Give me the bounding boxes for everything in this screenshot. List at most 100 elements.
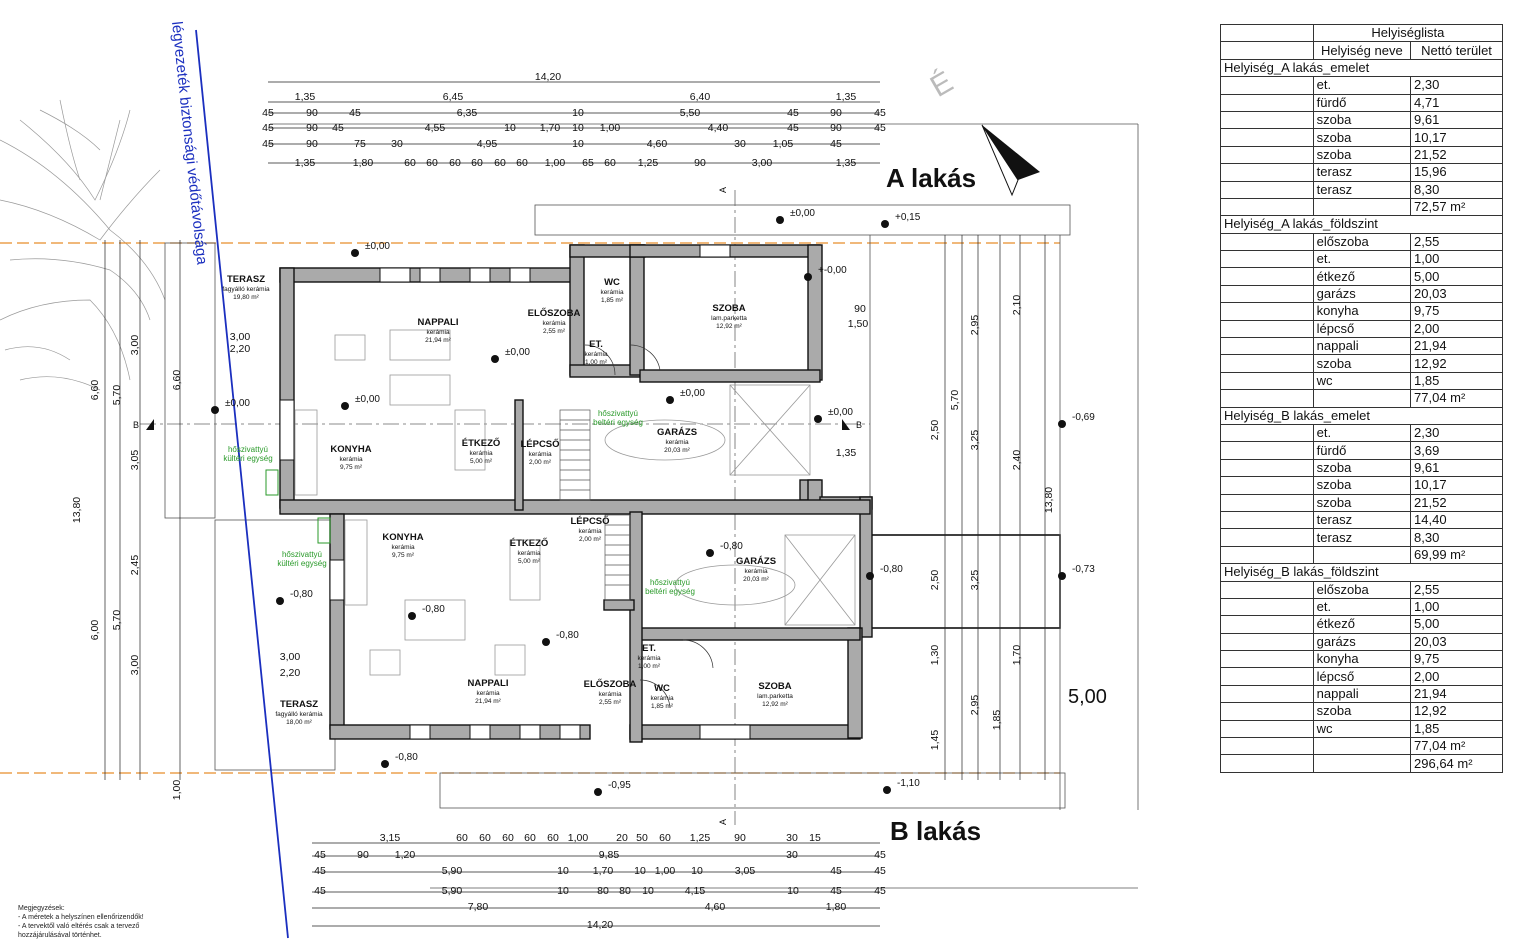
schedule-cell: 1,85 [1410,371,1503,391]
room-finish: kerámia [476,690,500,697]
level-value: -0,95 [608,780,631,791]
level-value: ±0,00 [828,407,853,418]
schedule-cell: 9,61 [1410,110,1503,130]
level-marker-icon [341,402,349,410]
equipment-outdoor-label: kültéri egység [277,559,326,568]
schedule-cell [1220,23,1314,43]
equipment-outdoor-label: kültéri egység [223,454,272,463]
dimension-label-bottom: 10 [557,885,569,897]
dimension-label-top: 45 [262,107,274,119]
dimension-label-right: 2,10 [1011,295,1023,316]
dimension-label-left: 3,00 [129,655,141,676]
schedule-cell: szoba [1312,354,1412,373]
room-area: 19,80 m² [233,294,259,301]
equipment-indoor-label: beltéri egység [645,587,695,596]
schedule-cell: 12,92 [1410,702,1503,721]
dimension-label-top: 90 [830,107,842,119]
dimension-label-left: 13,80 [71,497,83,523]
schedule-cell [1220,597,1314,617]
schedule-cell: Helyiség neve [1312,41,1412,60]
schedule-cell [1312,754,1412,773]
dimension-label-top: 90 [830,122,842,134]
schedule-cell [1220,423,1314,443]
level-value: -0,80 [880,564,903,575]
section-label-a-bottom: A [718,819,728,825]
notes-line-3: hozzájárulásával történhet. [18,932,102,939]
dimension-label-bottom: 80 [619,885,631,897]
dimension-label-bottom: 1,70 [593,865,614,877]
room-name: SZOBA [758,681,791,692]
dimension-label-left: 3,00 [129,335,141,356]
dimension-label-left: 6,60 [89,380,101,401]
dimension-label-right: 13,80 [1043,487,1055,513]
dimension-label-top: 3,00 [752,157,773,169]
schedule-cell: 21,52 [1410,145,1503,165]
dimension-label-right: 1,35 [836,447,857,459]
section-marker-b-right [842,419,850,430]
schedule-cell: Nettó terület [1410,41,1503,60]
schedule-cell: 8,30 [1410,180,1503,199]
schedule-cell: wc [1312,371,1412,391]
dimension-label-top: 1,05 [773,138,794,150]
schedule-cell: et. [1312,250,1412,269]
level-marker-icon [776,216,784,224]
room-area: 2,55 m² [543,328,566,335]
dimension-label-left: 3,00 [230,331,251,343]
schedule-cell: konyha [1312,650,1412,669]
schedule-cell: 21,94 [1410,684,1503,704]
room-area: 21,94 m² [475,698,501,705]
section-marker-b-left [146,419,154,430]
room-name: KONYHA [382,532,423,543]
room-finish: kerámia [665,439,689,446]
room-finish: lam.parketta [757,693,793,700]
dimension-label-right: 1,85 [991,710,1003,731]
room-finish: lam.parketta [711,315,747,322]
dimension-label-bottom: 45 [874,865,886,877]
dimension-label-bottom: 10 [557,865,569,877]
room-area: 2,00 m² [579,536,602,543]
schedule-cell: szoba [1312,476,1412,495]
room-finish: kerámia [598,691,622,698]
dimension-label-bottom: 5,90 [442,865,463,877]
notes: Megjegyzések: - A méretek a helyszínen e… [18,904,238,940]
dimension-label-bottom: 90 [734,832,746,844]
dimension-label-right: 3,25 [969,430,981,451]
schedule-cell: 9,75 [1410,302,1503,321]
dimension-label-top: 60 [471,157,483,169]
equipment-indoor-label: hőszivattyú [598,409,638,418]
schedule-cell: 1,00 [1410,597,1503,617]
dimension-label-top: 60 [449,157,461,169]
schedule-cell: fürdő [1312,441,1412,460]
level-marker-icon [804,273,812,281]
schedule-cell [1220,93,1314,112]
section-label-a-top: A [718,187,728,193]
schedule-cell: 21,52 [1410,493,1503,512]
easement-line [195,29,289,939]
schedule-cell [1312,389,1412,408]
dimension-label-top: 60 [426,157,438,169]
room-area: 18,00 m² [286,719,312,726]
schedule-cell: 5,00 [1410,267,1503,286]
schedule-cell: et. [1312,597,1412,617]
heat-pump-units [265,469,331,544]
schedule-cell: lépcső [1312,319,1412,339]
schedule-cell: szoba [1312,458,1412,478]
equipment-outdoor-label: hőszivattyú [228,445,268,454]
schedule-cell: étkező [1312,267,1412,286]
schedule-cell: 3,69 [1410,441,1503,460]
level-value: -0,80 [556,630,579,641]
stairs [559,409,631,601]
dimension-label-bottom: 45 [830,865,842,877]
dimension-label-bottom: 60 [479,832,491,844]
dimension-label-top: 90 [306,107,318,119]
level-value: -0,80 [290,589,313,600]
schedule-cell: előszoba [1312,580,1412,599]
